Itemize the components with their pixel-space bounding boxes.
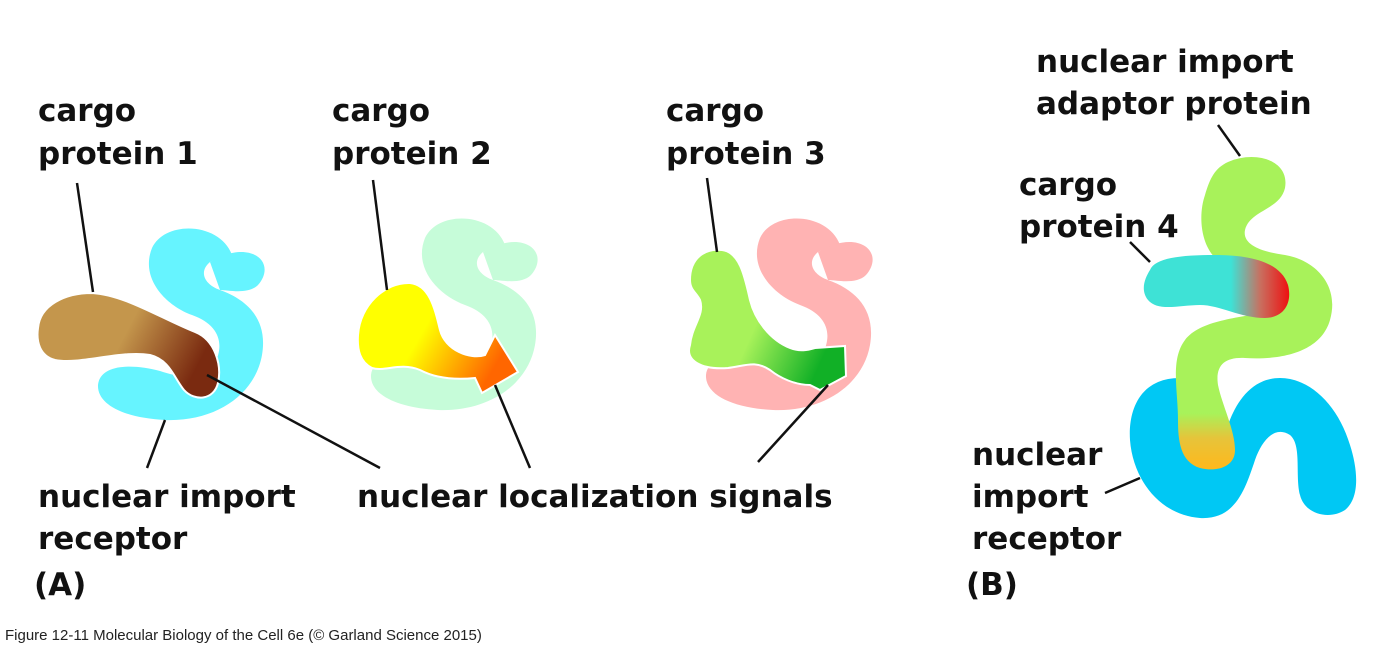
cargo-protein-2-shape <box>356 281 520 395</box>
leader-receptor-b <box>1104 476 1141 495</box>
svg-text:cargo: cargo <box>38 93 136 129</box>
label-cargo-protein-3: cargo protein 3 <box>666 93 826 172</box>
svg-text:nuclear import: nuclear import <box>1036 44 1294 80</box>
leader-cargo-1 <box>75 182 95 293</box>
svg-text:protein 4: protein 4 <box>1019 209 1179 245</box>
label-nls: nuclear localization signals <box>357 479 833 515</box>
label-adaptor-protein: nuclear import adaptor protein <box>1036 44 1312 122</box>
svg-text:protein 1: protein 1 <box>38 136 198 172</box>
leader-nls-2 <box>493 384 532 469</box>
svg-text:receptor: receptor <box>972 521 1122 557</box>
svg-text:receptor: receptor <box>38 521 188 557</box>
figure-caption: Figure 12-11 Molecular Biology of the Ce… <box>5 627 482 644</box>
label-cargo-protein-1: cargo protein 1 <box>38 93 198 172</box>
label-cargo-protein-4: cargo protein 4 <box>1019 167 1179 245</box>
svg-text:nuclear: nuclear <box>972 437 1103 473</box>
panel-label-b: (B) <box>966 567 1018 603</box>
leader-cargo-2 <box>371 179 389 291</box>
svg-text:cargo: cargo <box>1019 167 1117 203</box>
label-receptor-b: nuclear import receptor <box>972 437 1122 557</box>
leader-cargo-4 <box>1129 241 1151 263</box>
svg-text:import: import <box>972 479 1089 515</box>
panel-label-a: (A) <box>34 567 86 603</box>
label-receptor-a: nuclear import receptor <box>38 479 296 557</box>
cargo-protein-1-shape <box>36 291 221 399</box>
receptor-1-shape <box>97 228 265 421</box>
leader-nls-1 <box>206 373 381 470</box>
leader-nls-3 <box>757 384 829 463</box>
receptor-b-shape <box>1129 378 1357 519</box>
label-cargo-protein-2: cargo protein 2 <box>332 93 492 172</box>
cargo-protein-4-shape <box>1143 255 1290 318</box>
leader-cargo-3 <box>705 177 719 253</box>
svg-text:protein 2: protein 2 <box>332 136 492 172</box>
leader-adaptor <box>1216 124 1242 157</box>
svg-text:nuclear import: nuclear import <box>38 479 296 515</box>
adaptor-protein-shape <box>1175 157 1333 470</box>
svg-text:adaptor protein: adaptor protein <box>1036 86 1312 122</box>
svg-text:cargo: cargo <box>666 93 764 129</box>
cargo-protein-3-shape <box>688 248 848 392</box>
svg-text:cargo: cargo <box>332 93 430 129</box>
svg-text:protein 3: protein 3 <box>666 136 826 172</box>
leader-receptor-a <box>145 419 167 469</box>
